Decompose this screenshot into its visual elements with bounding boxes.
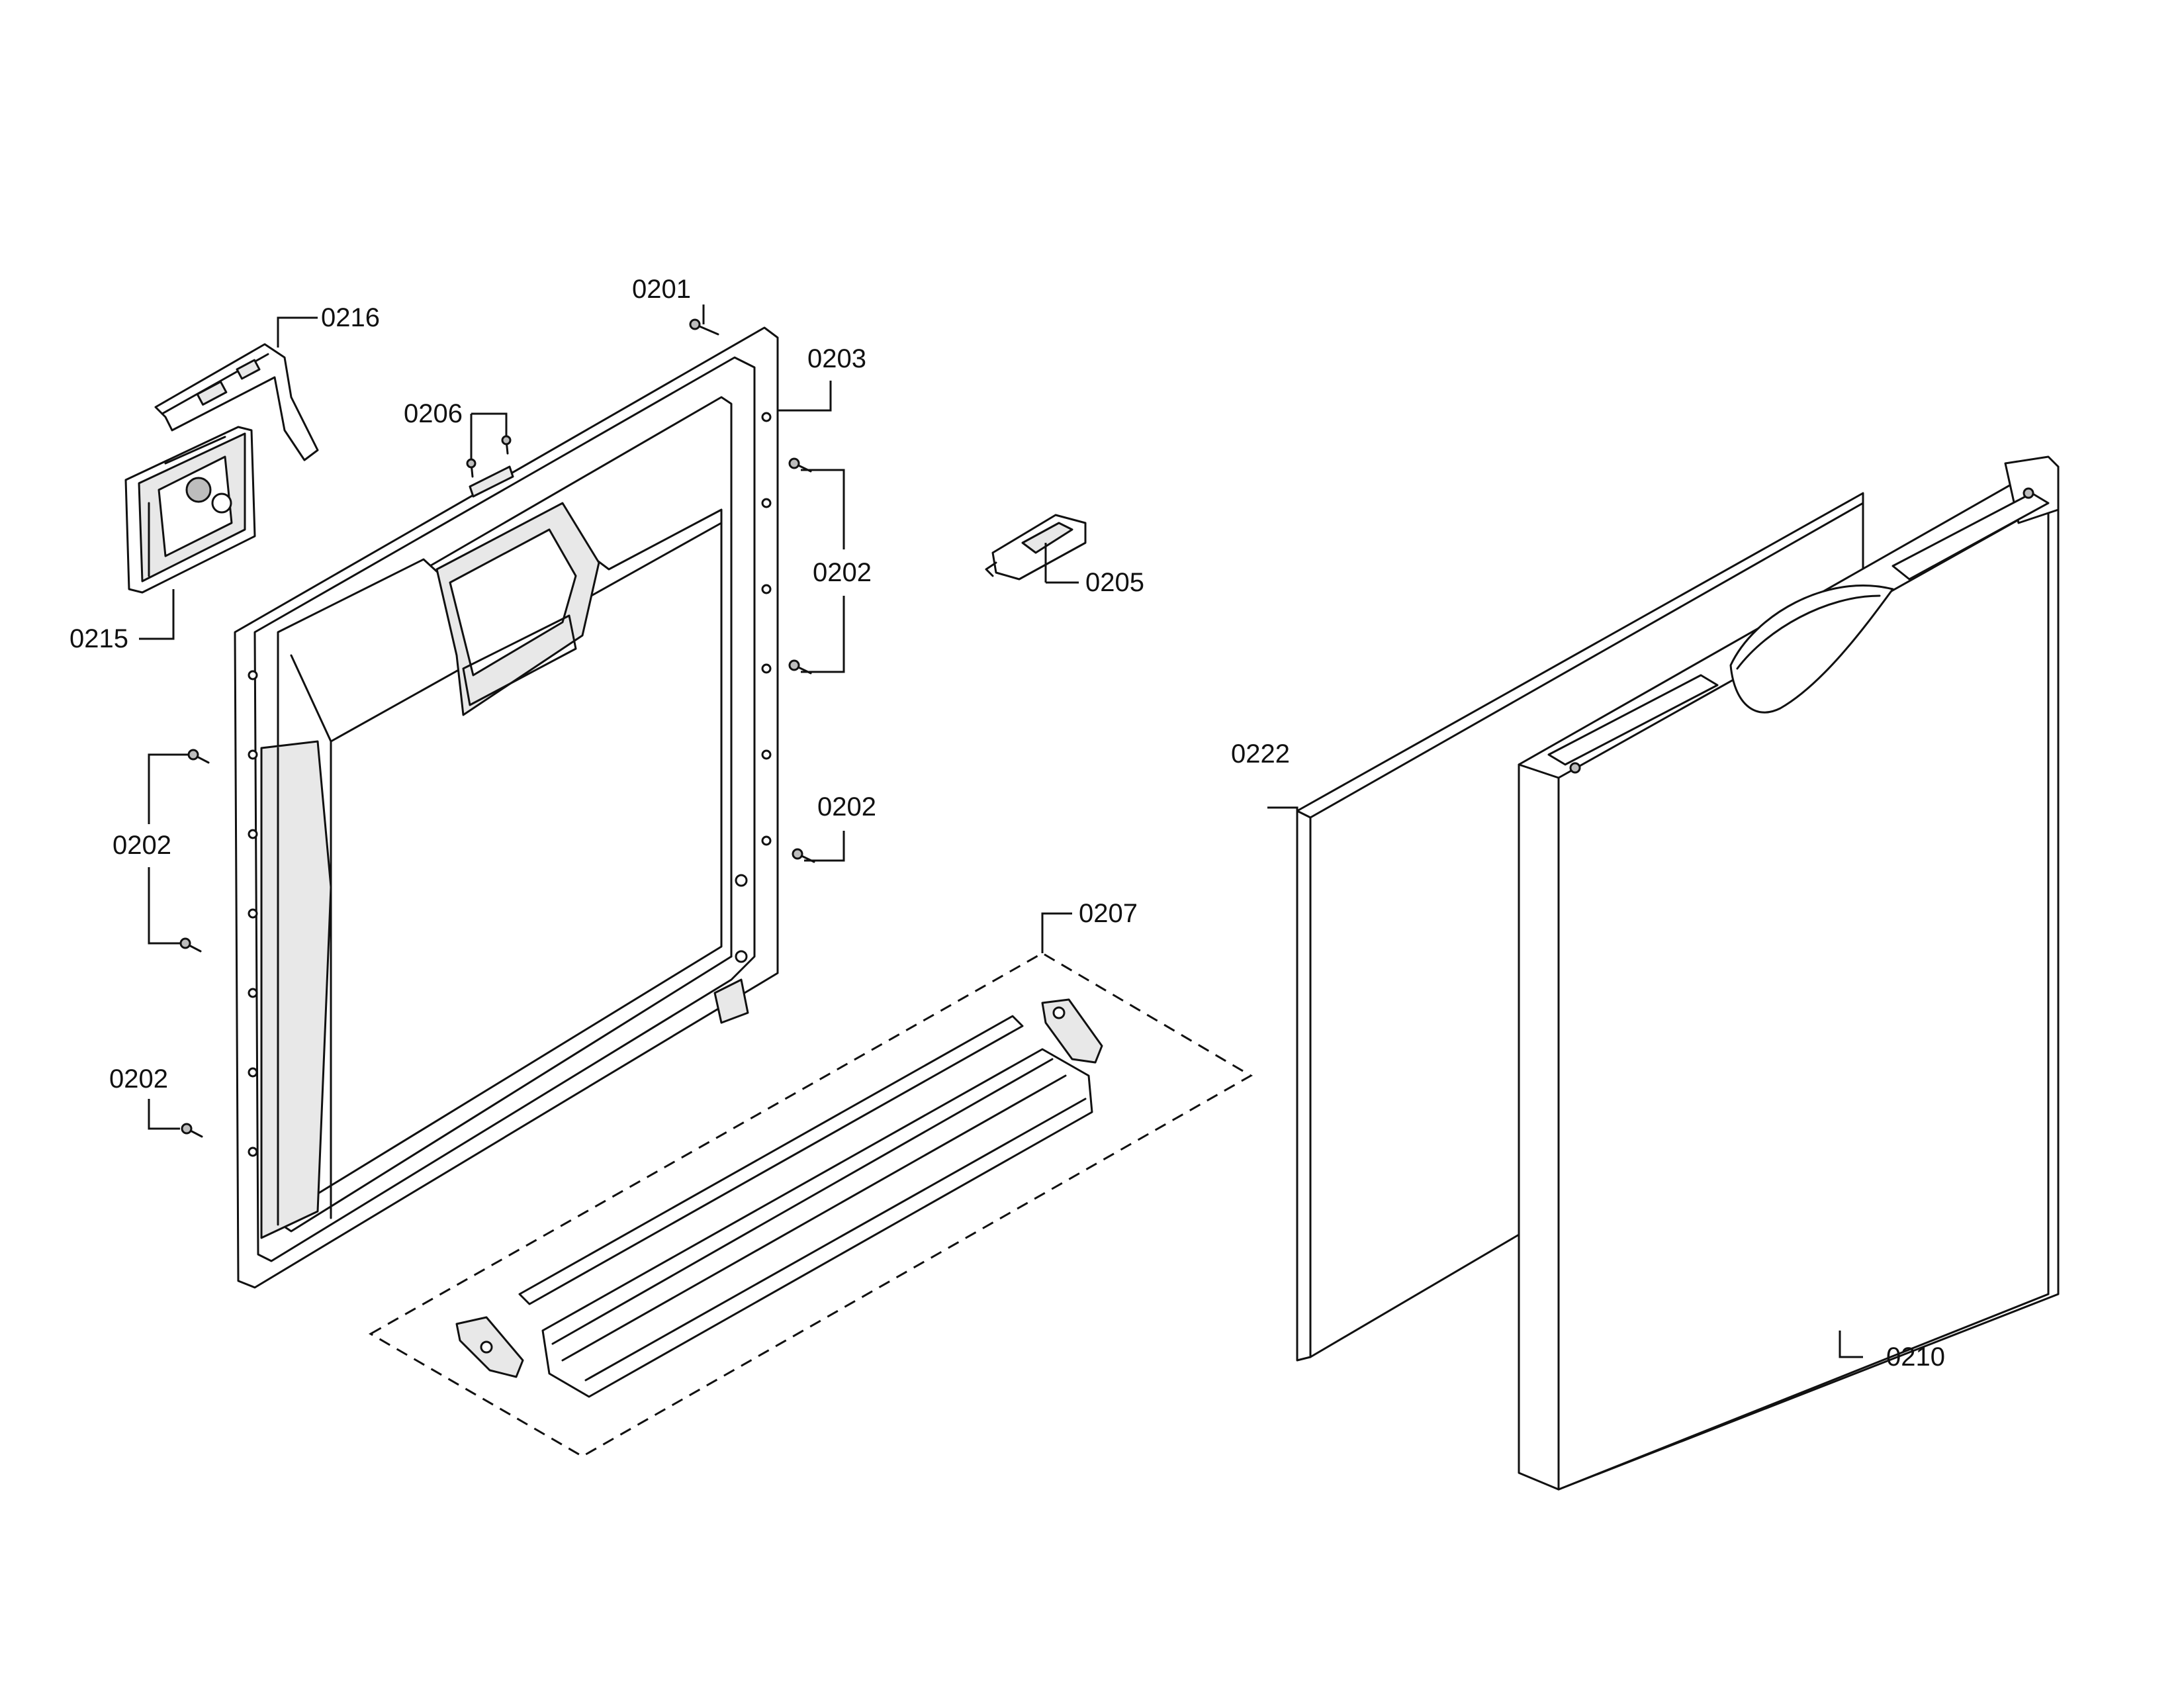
door-latch [985,514,1087,581]
callout-0202-left-bottom: 0202 [109,1064,168,1094]
callout-labels: 0201 0216 0203 0206 0215 0202 0205 0202 … [69,275,1945,1372]
callout-0203: 0203 [807,344,866,373]
callout-0201: 0201 [632,275,691,304]
callout-0202-left-mid: 0202 [113,831,171,860]
callout-0205: 0205 [1085,568,1144,597]
callout-0215: 0215 [69,624,128,653]
screw-0202-left-upper [187,749,210,764]
kit-outline [368,952,1253,1458]
dispenser-bracket [154,343,319,461]
callout-0216: 0216 [321,303,380,332]
trim-kit [368,952,1253,1458]
screw-0206-left [466,458,477,478]
callout-0210: 0210 [1886,1342,1945,1372]
door-panel [1518,455,2060,1491]
callout-0202-right-mid: 0202 [817,792,876,821]
callout-0207: 0207 [1079,899,1138,928]
dispenser [124,426,256,594]
callout-0222: 0222 [1231,739,1290,769]
screw-0202-left-lower [179,937,202,953]
inner-door-frame [234,326,779,1289]
leaders [139,305,1863,1358]
screw-0202-left-bottom [181,1123,203,1138]
screw-0206-right [501,435,512,455]
callout-0206: 0206 [404,399,463,428]
callout-0202-right-top: 0202 [813,558,872,587]
screw-0201 [689,318,719,336]
